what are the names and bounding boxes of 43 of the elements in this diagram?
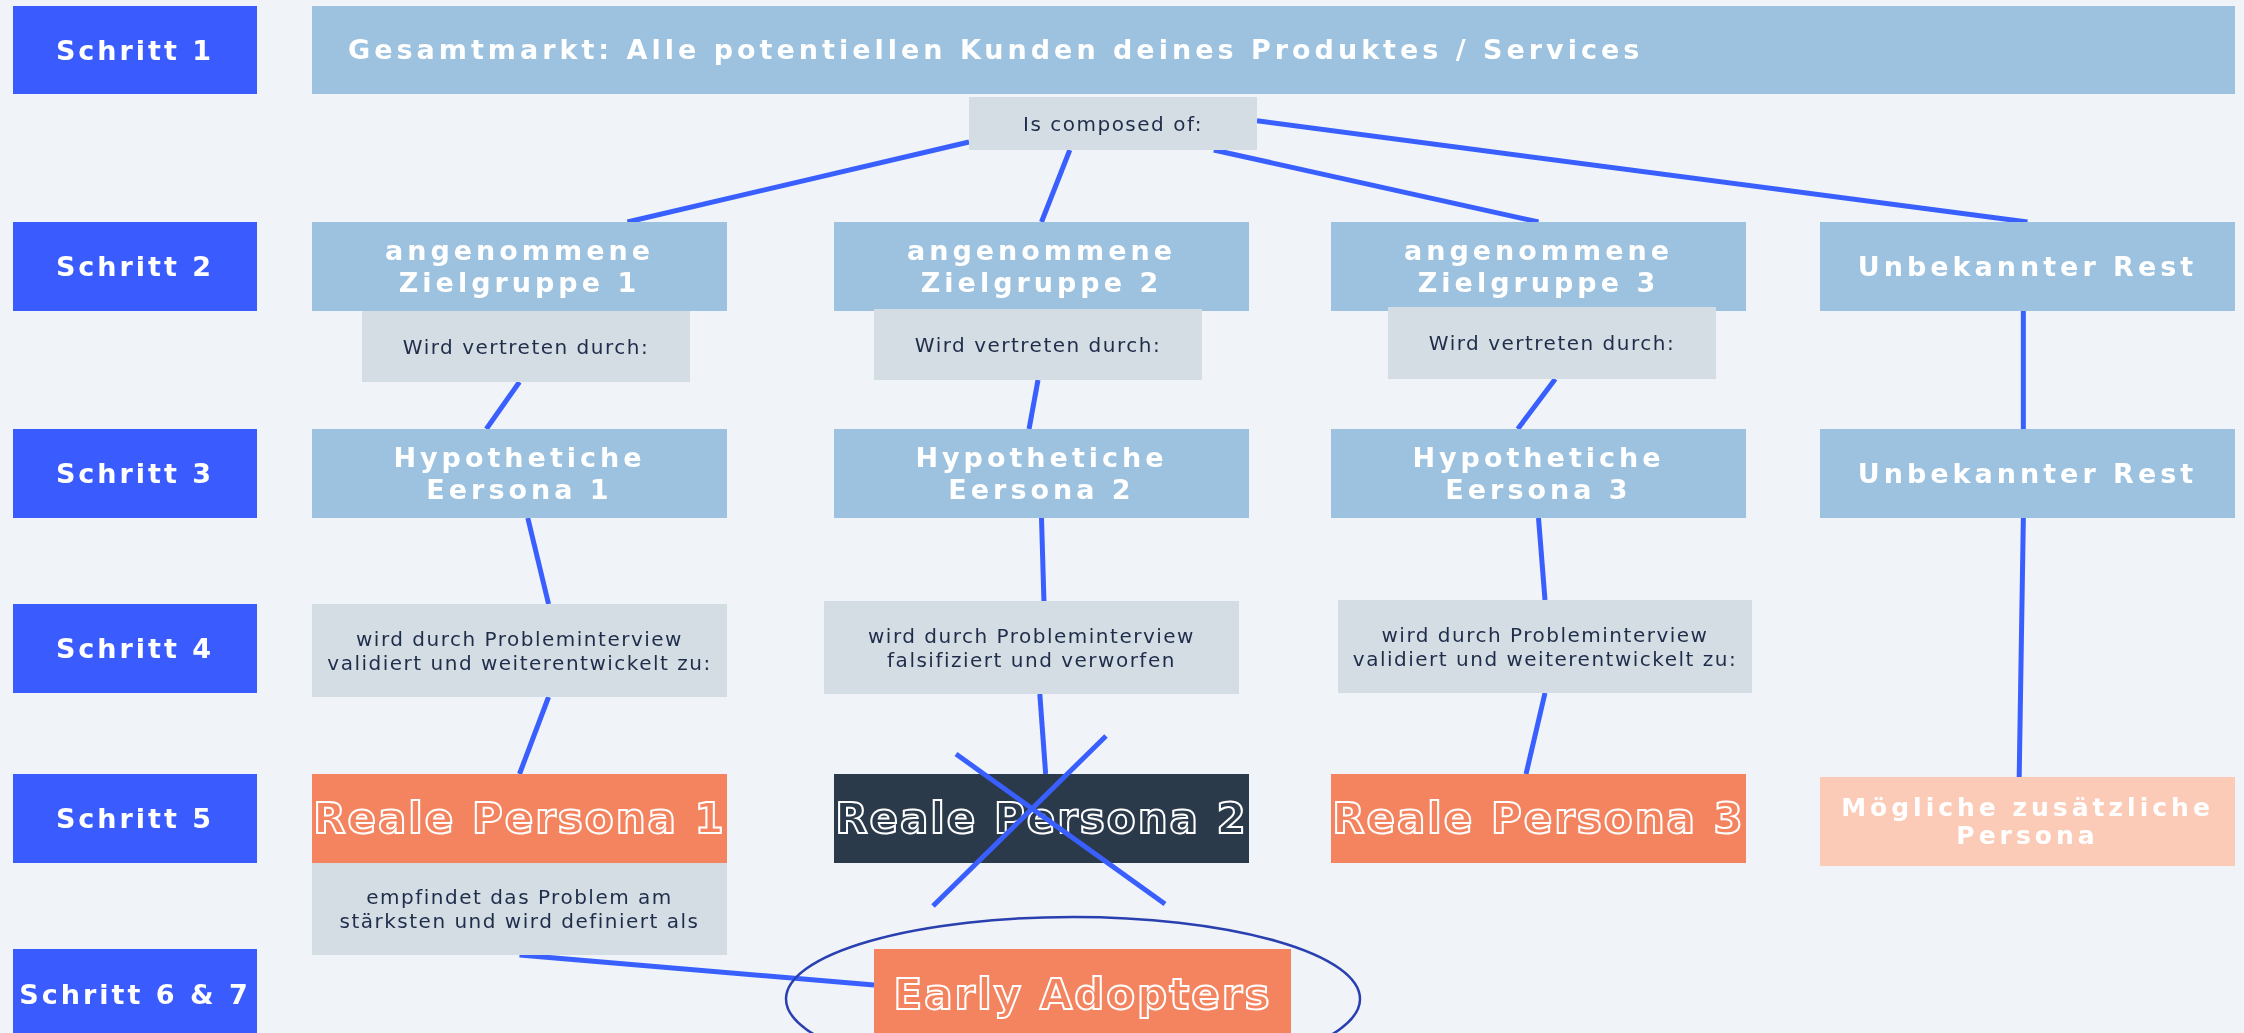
real-persona-box: Reale Persona 1	[312, 774, 727, 863]
step-box: Schritt 6 & 7	[13, 949, 257, 1033]
interview-note: wird durch Probleminterview validiert und weiterentwickelt zu:	[1338, 600, 1752, 693]
relation-note: Wird vertreten durch:	[362, 311, 690, 382]
connector-line	[1256, 118, 2028, 225]
interview-note: wird durch Probleminterview validiert und weiterentwickelt zu:	[312, 604, 727, 697]
unknown-rest-box: Unbekannter Rest	[1820, 222, 2235, 311]
connector-line	[1037, 693, 1049, 775]
connector-line	[519, 952, 875, 988]
connector-line	[1039, 517, 1047, 602]
connector-line	[1213, 147, 1540, 225]
connector-line	[2020, 311, 2026, 429]
step-box: Schritt 3	[13, 429, 257, 518]
step-box: Schritt 4	[13, 604, 257, 693]
target-group-box: angenommene Zielgruppe 1	[312, 222, 727, 311]
target-group-box: angenommene Zielgruppe 2	[834, 222, 1249, 311]
target-group-box: angenommene Zielgruppe 3	[1331, 222, 1746, 311]
connector-line	[1536, 517, 1548, 601]
connector-line	[525, 517, 551, 605]
connector-line	[2016, 517, 2026, 778]
connector-line	[484, 380, 522, 431]
interview-note: wird durch Probleminterview falsifiziert und verworfen	[824, 601, 1239, 694]
connector-line	[626, 139, 970, 225]
hypothetical-persona-box: Hypothetiche Eersona 1	[312, 429, 727, 518]
step-box: Schritt 5	[13, 774, 257, 863]
possible-persona-box: Mögliche zusätzliche Persona	[1820, 777, 2235, 866]
market-box: Gesamtmarkt: Alle potentiellen Kunden deines Produktes / Services	[312, 6, 2235, 94]
step-box: Schritt 2	[13, 222, 257, 311]
connector-line	[517, 696, 551, 775]
relation-note: Wird vertreten durch:	[874, 309, 1202, 380]
connector-line	[1026, 379, 1041, 430]
real-persona-box: Reale Persona 3	[1331, 774, 1746, 863]
connector-line	[1515, 377, 1558, 431]
unknown-rest-box: Unbekannter Rest	[1820, 429, 2235, 518]
relation-note: Is composed of:	[969, 97, 1257, 150]
relation-note: Wird vertreten durch:	[1388, 307, 1716, 379]
hypothetical-persona-box: Hypothetiche Eersona 2	[834, 429, 1249, 518]
definition-note: empfindet das Problem am stärksten und wird definiert als	[312, 863, 727, 955]
connector-line	[1523, 692, 1548, 775]
early-adopters-box: Early Adopters	[874, 949, 1291, 1033]
connector-line	[1039, 149, 1073, 223]
hypothetical-persona-box: Hypothetiche Eersona 3	[1331, 429, 1746, 518]
step-box: Schritt 1	[13, 6, 257, 94]
